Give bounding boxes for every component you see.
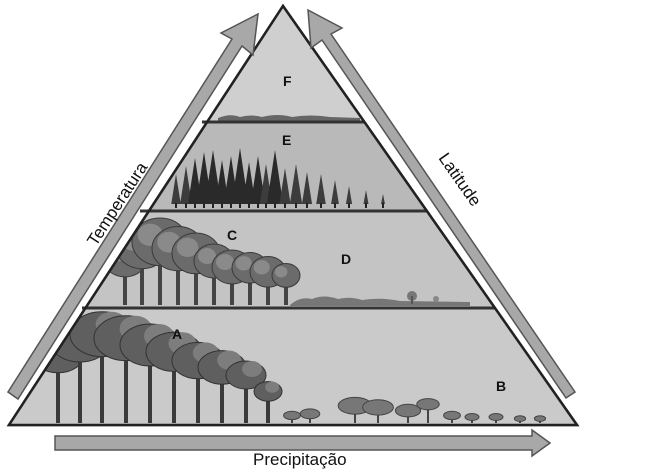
- conifer-tree: [363, 190, 369, 204]
- conifer-tree: [266, 150, 284, 204]
- conifer-tree: [204, 150, 222, 204]
- region-label-e: E: [282, 132, 291, 148]
- conifer-tree: [316, 174, 326, 204]
- conifer-tree: [331, 180, 339, 204]
- conifer-tree: [231, 148, 249, 204]
- conifer-tree: [180, 166, 192, 204]
- conifer-tree: [301, 172, 313, 204]
- savanna-shrub: [513, 415, 527, 422]
- region-label-b: B: [496, 378, 506, 394]
- savanna-shrub: [533, 415, 547, 422]
- savanna-shrub: [362, 399, 394, 416]
- savanna-shrub: [283, 410, 301, 421]
- precipitation-arrow: [54, 428, 552, 458]
- region-label-d: D: [341, 251, 351, 267]
- latitude-arrow: [307, 8, 577, 400]
- savanna-shrub: [299, 408, 321, 420]
- savanna-shrub: [443, 410, 461, 421]
- band-dividers: [82, 120, 495, 310]
- region-label-a: A: [172, 326, 182, 342]
- savanna-shrub: [464, 413, 480, 421]
- conifer-tree: [289, 164, 303, 204]
- conifer-tree: [171, 174, 181, 204]
- temperature-arrow: [6, 12, 259, 401]
- grassland-vegetation: [290, 291, 470, 306]
- conifer-tree: [279, 168, 291, 204]
- tundra-vegetation: [218, 115, 360, 121]
- conifer-tree: [381, 194, 385, 204]
- conifer-tree: [242, 162, 256, 204]
- savanna-shrub: [416, 398, 440, 411]
- region-label-f: F: [283, 73, 292, 89]
- savanna-vegetation: [283, 396, 547, 423]
- region-label-c: C: [227, 227, 237, 243]
- conifer-tree: [345, 186, 353, 204]
- conifer-tree: [215, 160, 229, 204]
- conifer-forest: [171, 148, 385, 208]
- precipitation-label: Precipitação: [253, 450, 347, 469]
- savanna-shrub: [394, 403, 422, 418]
- conifer-tree: [250, 156, 266, 204]
- savanna-shrub: [488, 413, 504, 421]
- pyramid-outline: [6, 3, 580, 427]
